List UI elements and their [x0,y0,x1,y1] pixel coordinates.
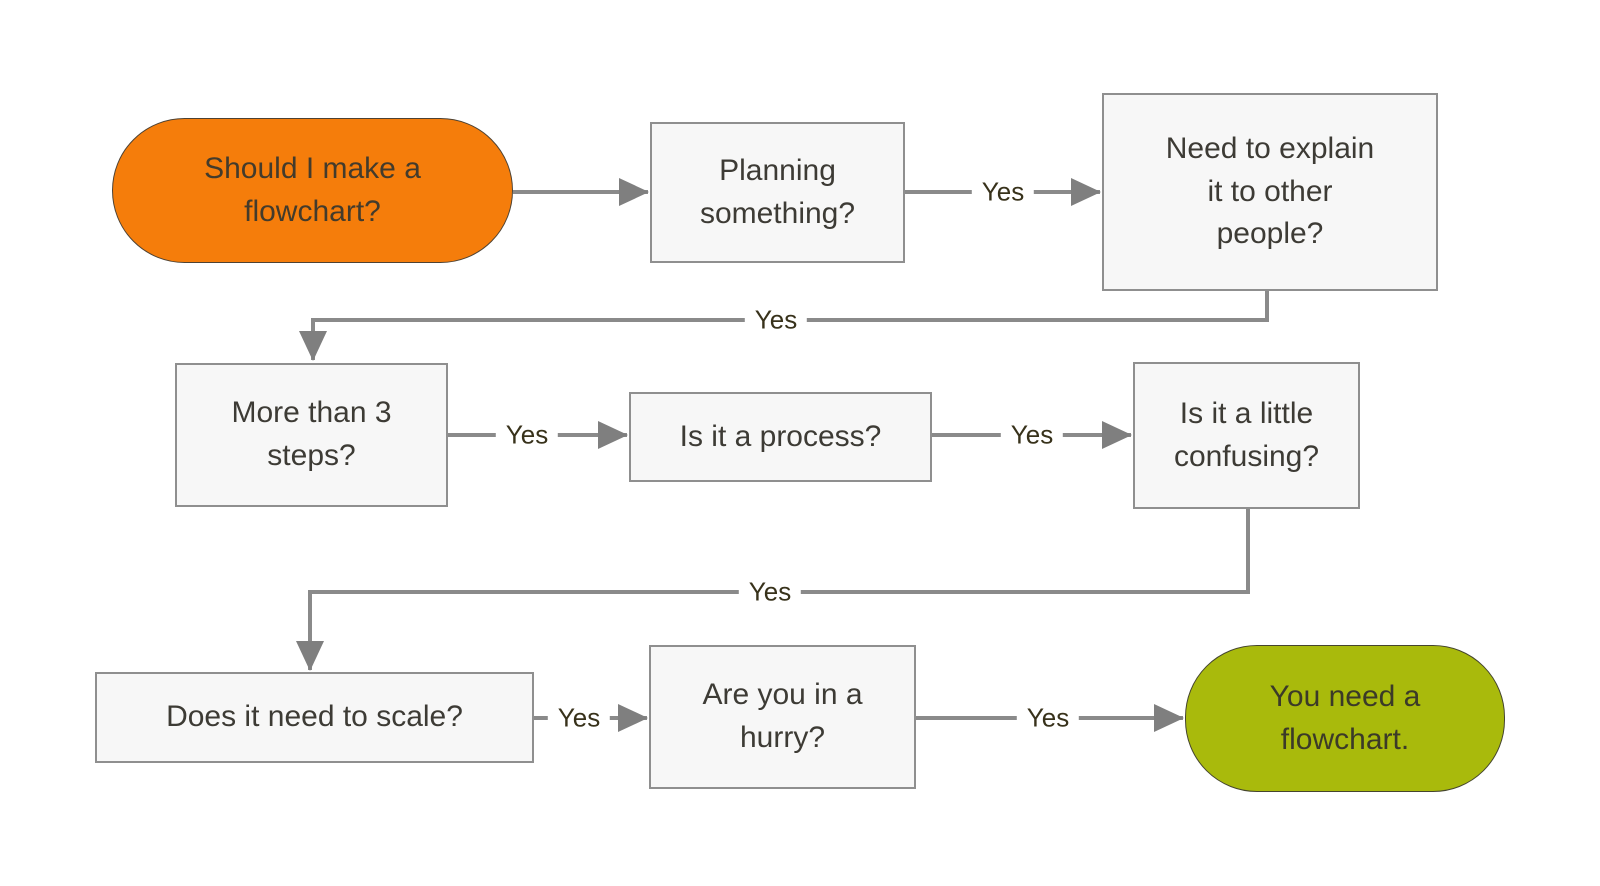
node-is-it-a-process: Is it a process? [629,392,932,482]
node-need-to-scale: Does it need to scale? [95,672,534,763]
edge-label-yes-process-confusing: Yes [1000,417,1064,453]
node-start-label: Should I make a flowchart? [204,151,421,228]
node-steps-label: More than 3 steps? [231,396,392,472]
edge-label-yes-hurry-end: Yes [1016,700,1080,736]
node-end-terminal: You need a flowchart. [1185,645,1505,792]
node-end-label: You need a flowchart. [1269,679,1421,756]
edge-label-yes-planning-explain: Yes [971,174,1035,210]
node-explain-label: Need to explain it to other people? [1165,132,1375,251]
edge-label-yes-steps-process: Yes [495,417,559,453]
node-hurry-label: Are you in a hurry? [702,678,863,754]
node-process-label: Is it a process? [679,419,882,453]
node-planning-something: Planning something? [650,122,905,263]
node-need-to-explain: Need to explain it to other people? [1102,93,1438,291]
edge-label-yes-confusing-scale: Yes [738,574,802,610]
node-start-terminal: Should I make a flowchart? [112,118,513,263]
edge-label-yes-scale-hurry: Yes [547,700,611,736]
node-confusing-label: Is it a little confusing? [1173,396,1320,473]
node-little-confusing: Is it a little confusing? [1133,362,1360,509]
node-planning-label: Planning something? [699,153,856,230]
node-in-a-hurry: Are you in a hurry? [649,645,916,789]
edge-label-yes-explain-steps: Yes [744,302,808,338]
node-scale-label: Does it need to scale? [166,700,463,734]
node-more-than-3-steps: More than 3 steps? [175,363,448,507]
